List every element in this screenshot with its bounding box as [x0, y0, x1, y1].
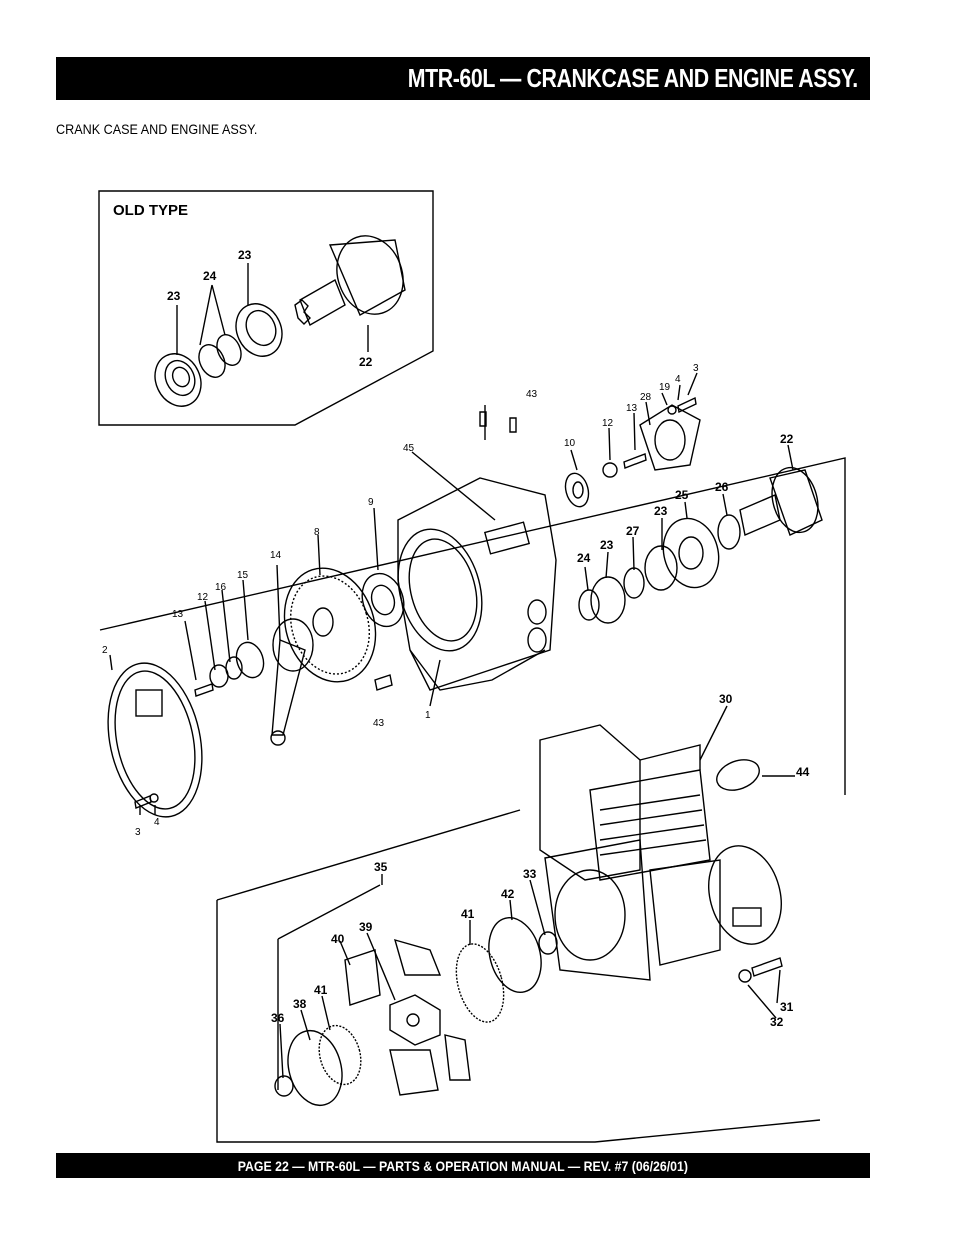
part-label: 23: [600, 538, 614, 552]
fitting-43a: [479, 411, 487, 427]
part-label: 12: [602, 418, 614, 429]
bearing-15: [235, 641, 265, 679]
footer-text: PAGE 22 — MTR-60L — PARTS & OPERATION MA…: [237, 1157, 689, 1174]
part-label: 26: [715, 480, 729, 494]
bearing-23b: [644, 545, 678, 591]
seal-25: [662, 517, 720, 589]
part-label: 9: [368, 497, 374, 508]
washer-33: [538, 931, 558, 955]
fitting-43b: [509, 417, 517, 433]
washer-36: [274, 1075, 294, 1097]
part-label: 41: [461, 907, 475, 921]
gear: [283, 567, 377, 683]
section-subtitle: CRANK CASE AND ENGINE ASSY.: [56, 121, 258, 137]
part-label: 24: [577, 551, 591, 565]
part-label: 45: [403, 443, 415, 454]
part-label: 16: [215, 582, 227, 593]
part-label: 1: [425, 710, 431, 721]
bolt-3a: [134, 795, 152, 809]
part-label: 8: [314, 527, 320, 538]
part-label: 12: [197, 592, 209, 603]
part-label: 19: [659, 382, 671, 393]
plate-42: [488, 917, 542, 993]
part-label: 15: [237, 570, 249, 581]
part-label: 41: [314, 983, 328, 997]
bearing-9: [361, 572, 405, 628]
part-label: 39: [359, 920, 373, 934]
washer-32: [738, 969, 752, 983]
part-label: 35: [374, 860, 388, 874]
inset-ring-a: [198, 344, 226, 378]
part-label: 40: [331, 932, 345, 946]
engine-frame-lines: [216, 809, 821, 1143]
inset-part-24: 24: [203, 269, 217, 283]
bolt-13: [194, 683, 214, 697]
part-label: 3: [693, 363, 699, 374]
part-label: 38: [293, 997, 307, 1011]
bolt-3b: [677, 396, 697, 414]
part-label: 22: [780, 432, 794, 446]
part-label: 4: [675, 374, 681, 385]
inset-bearing-left: [154, 353, 202, 407]
cover-plate: [107, 662, 203, 818]
connecting-rod: [270, 618, 314, 746]
inset-part-23b: 23: [238, 248, 252, 262]
part-label: 23: [654, 504, 668, 518]
main-frame-lines: [99, 457, 846, 795]
bolt-13b: [623, 453, 647, 469]
inset-part-23a: 23: [167, 289, 181, 303]
inset-part-22: 22: [359, 355, 373, 369]
engine-block: [539, 724, 782, 981]
o-ring-44: [716, 759, 760, 791]
ring-26: [717, 514, 741, 550]
flange-plate: [639, 404, 701, 471]
spring-41a: [318, 1024, 362, 1086]
part-label: 30: [719, 692, 733, 706]
inset-frame: [98, 190, 434, 426]
footer-bar: PAGE 22 — MTR-60L — PARTS & OPERATION MA…: [56, 1153, 870, 1178]
page-title-bar: MTR-60L — CRANKCASE AND ENGINE ASSY.: [56, 57, 870, 100]
fitting-43c: [374, 674, 393, 691]
washer-12b: [602, 462, 618, 478]
part-label: 31: [780, 1000, 794, 1014]
part-label: 32: [770, 1015, 784, 1029]
part-label: 44: [796, 765, 810, 779]
part-label: 28: [640, 392, 652, 403]
clutch-shoes: [344, 938, 471, 1096]
part-label: 14: [270, 550, 282, 561]
spider-39: [389, 994, 441, 1046]
inset-bearing-right: [235, 303, 283, 357]
inset-title: OLD TYPE: [113, 202, 188, 219]
inset-clutch-drum: [294, 235, 406, 327]
inset-ring-b: [216, 334, 242, 366]
part-label: 13: [626, 403, 638, 414]
part-label: 36: [271, 1011, 285, 1025]
bearing-23a: [590, 576, 626, 624]
washer-4b: [667, 405, 677, 415]
part-label: 13: [172, 609, 184, 620]
part-label: 10: [564, 438, 576, 449]
part-label: 4: [154, 817, 160, 828]
washer-12: [209, 664, 229, 688]
page-title: MTR-60L — CRANKCASE AND ENGINE ASSY.: [407, 63, 858, 93]
part-label: 2: [102, 645, 108, 656]
washer-4a: [149, 793, 159, 803]
clutch-drum: [739, 466, 823, 536]
part-label: 42: [501, 887, 515, 901]
part-label: 25: [675, 488, 689, 502]
part-label: 33: [523, 867, 537, 881]
crankcase-body: [397, 477, 557, 691]
part-label: 27: [626, 524, 640, 538]
ring-24: [578, 589, 600, 621]
bearing-10: [564, 472, 590, 508]
ring-27: [623, 567, 645, 599]
drum-38: [287, 1029, 343, 1107]
part-label: 43: [373, 718, 385, 729]
part-label: 3: [135, 827, 141, 838]
part-label: 43: [526, 389, 538, 400]
bolt-31: [751, 957, 783, 977]
